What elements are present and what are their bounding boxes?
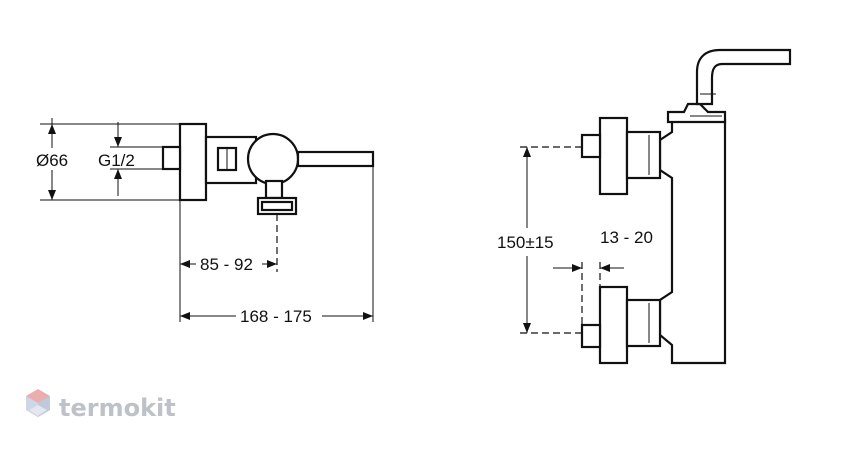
outlet-offset-label: 85 - 92 (200, 255, 253, 274)
watermark-brand: termokit (59, 394, 176, 422)
lower-inlet (580, 323, 602, 349)
center-distance-label: 150±15 (497, 233, 554, 252)
termokit-logo-icon (26, 389, 50, 417)
outlet-neck (264, 179, 284, 200)
wall-flange (178, 122, 208, 202)
inlet-stub (161, 145, 182, 171)
lever (695, 48, 792, 106)
total-length-label: 168 - 175 (240, 307, 312, 326)
mixing-ball (246, 132, 300, 186)
thread-label: G1/2 (98, 151, 135, 170)
front-view: 150±15 13 - 20 (497, 48, 792, 365)
side-view: Ø66 G1/2 85 - 92 168 - 175 (36, 118, 375, 326)
inlet-depth-label: 13 - 20 (600, 228, 653, 247)
lever-handle (296, 150, 375, 168)
mixer-body (658, 118, 727, 365)
upper-inlet (580, 133, 602, 159)
upper-flange (598, 116, 629, 196)
termokit-watermark: termokit (26, 389, 176, 422)
lower-flange (598, 285, 629, 365)
diameter-label: Ø66 (36, 151, 68, 170)
